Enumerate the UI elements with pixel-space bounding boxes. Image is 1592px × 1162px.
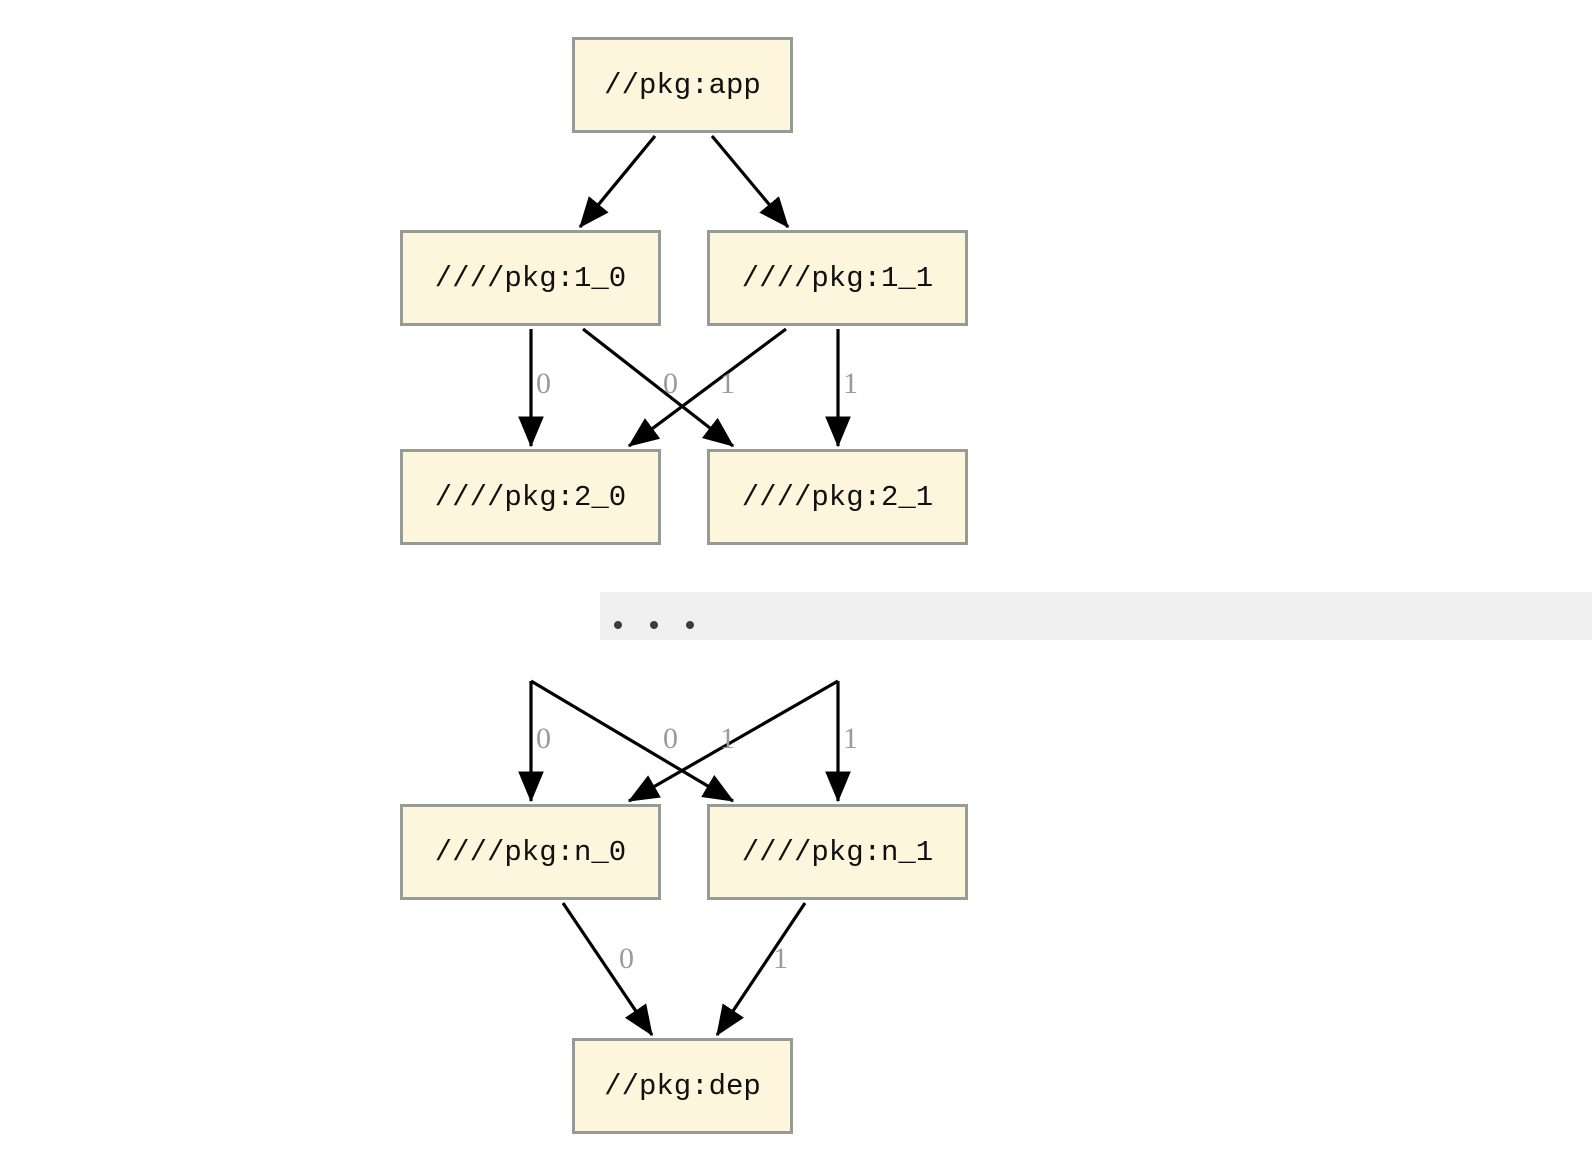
graph-node-n1_0[interactable]: ////pkg:1_0 xyxy=(400,230,661,326)
graph-node-label: ////pkg:2_0 xyxy=(434,480,627,514)
graph-edge xyxy=(710,134,790,229)
graph-edge-label: 0 xyxy=(536,722,551,755)
graph-node-label: //pkg:dep xyxy=(604,1069,761,1103)
graph-edge-label: 1 xyxy=(720,722,735,755)
graph-node-label: ////pkg:1_1 xyxy=(741,261,934,295)
graph-node-n1_1[interactable]: ////pkg:1_1 xyxy=(707,230,968,326)
graph-edge xyxy=(561,902,654,1037)
graph-edge-label: 1 xyxy=(843,367,858,400)
graph-edge xyxy=(627,327,787,448)
graph-edge-label: 1 xyxy=(773,942,788,975)
graph-node-label: ////pkg:n_1 xyxy=(741,835,934,869)
graph-node-dep[interactable]: //pkg:dep xyxy=(572,1038,793,1134)
graph-node-label: //pkg:app xyxy=(604,68,761,102)
ellipsis-dots xyxy=(614,621,694,629)
graph-edge xyxy=(530,679,735,803)
graph-edge-label: 0 xyxy=(663,367,678,400)
graph-edge xyxy=(578,134,657,229)
graph-edge xyxy=(715,902,807,1037)
ellipsis-dot xyxy=(650,621,658,629)
ellipsis-dot xyxy=(614,621,622,629)
graph-edge xyxy=(627,679,839,803)
graph-edge-label: 1 xyxy=(720,367,735,400)
graph-node-nn_0[interactable]: ////pkg:n_0 xyxy=(400,804,661,900)
graph-node-label: ////pkg:1_0 xyxy=(434,261,627,295)
graph-edge xyxy=(582,327,735,448)
graph-edge-label: 0 xyxy=(536,367,551,400)
graph-edge-label: 0 xyxy=(663,722,678,755)
graph-edge-label: 0 xyxy=(619,942,634,975)
ellipsis-dot xyxy=(686,621,694,629)
graph-node-app[interactable]: //pkg:app xyxy=(572,37,793,133)
graph-edge-label: 1 xyxy=(843,722,858,755)
truncation-ellipsis-band xyxy=(600,592,1592,640)
graph-node-label: ////pkg:2_1 xyxy=(741,480,934,514)
graph-node-n2_0[interactable]: ////pkg:2_0 xyxy=(400,449,661,545)
graph-node-n2_1[interactable]: ////pkg:2_1 xyxy=(707,449,968,545)
graph-node-nn_1[interactable]: ////pkg:n_1 xyxy=(707,804,968,900)
graph-node-label: ////pkg:n_0 xyxy=(434,835,627,869)
